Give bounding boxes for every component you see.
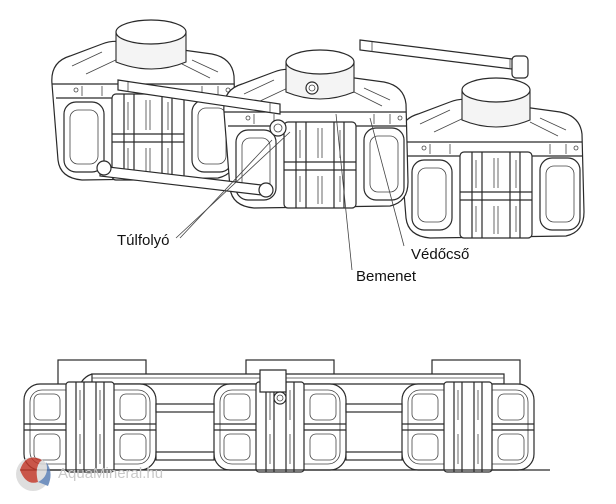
watermark-logo <box>16 457 51 491</box>
watermark-text: AquaMineral.hu <box>58 465 164 482</box>
overflow-label: Túlfolyó <box>117 232 170 249</box>
cylinder-right <box>461 77 531 128</box>
leader-lines <box>175 113 405 271</box>
rear-pipe <box>359 39 529 79</box>
protective-pipe-label: Védőcső <box>411 246 470 263</box>
front-pipes <box>96 79 287 198</box>
inlet-label: Bemenet <box>356 268 417 285</box>
elevation-view <box>20 359 550 473</box>
cylinder-left <box>115 19 187 70</box>
cylinder-middle <box>285 49 355 100</box>
